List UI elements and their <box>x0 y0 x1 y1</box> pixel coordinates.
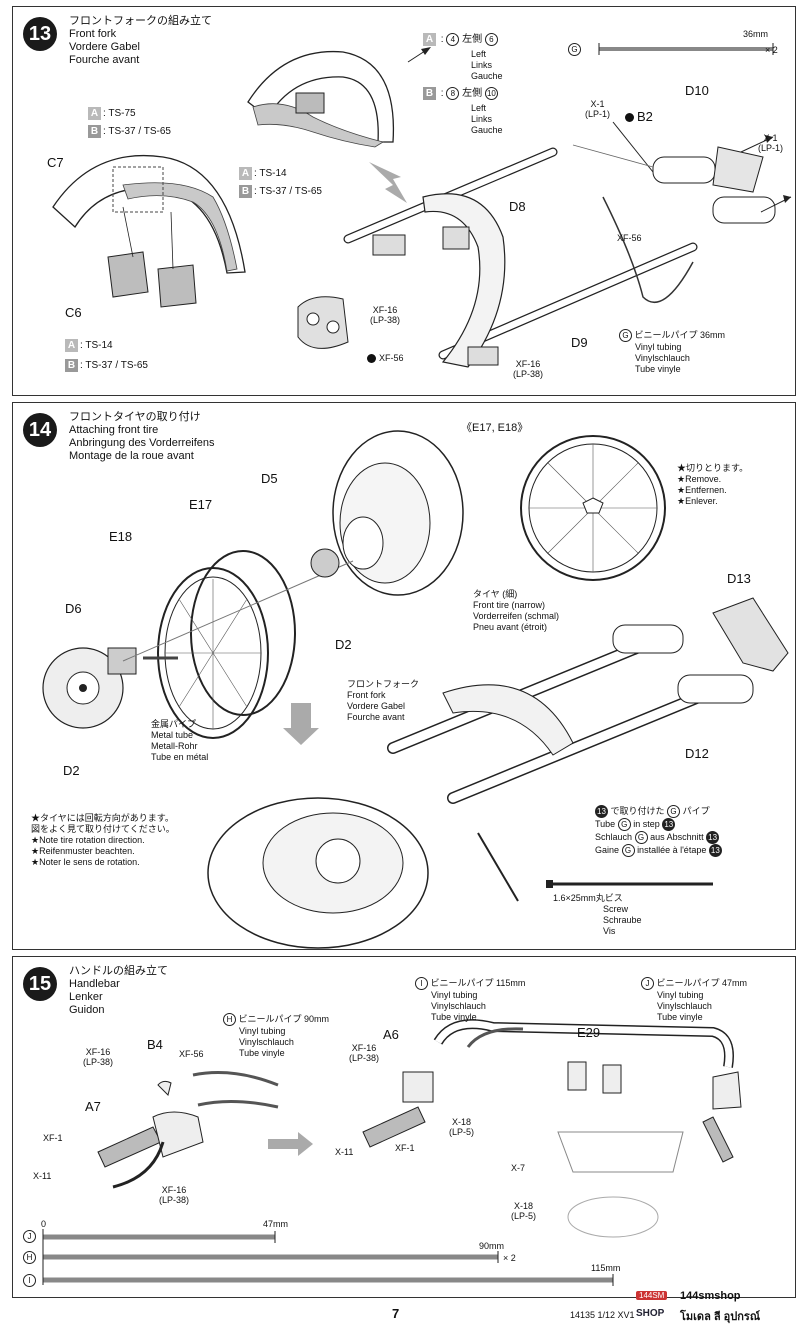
paint-dot-icon <box>367 354 376 364</box>
remove-note: ★切りとります。 ★Remove. ★Entfernen. ★Enlever. <box>677 463 749 506</box>
part-d9-label: D9 <box>571 335 588 350</box>
part-d6-label: D6 <box>65 601 82 616</box>
tube-g-step13-note: 13 で取り付けた G パイプ Tube G in step 13 Schlau… <box>595 805 722 857</box>
step-13-panel: 13 フロントフォークの組み立て Front fork Vordere Gabe… <box>12 6 796 396</box>
title-jp: フロントフォークの組み立て <box>69 15 212 27</box>
part-d5-label: D5 <box>261 471 278 486</box>
title-fr: Fourche avant <box>69 54 140 66</box>
paint-a-ts14: A: TS-14 <box>239 167 287 180</box>
scale-i-marker: I <box>23 1274 36 1287</box>
step-number: 14 <box>23 413 57 447</box>
tube-g-scale: G <box>568 43 581 56</box>
front-fork-note: フロントフォーク Front fork Vordere Gabel Fourch… <box>347 679 420 722</box>
scale-j-marker: J <box>23 1230 36 1243</box>
watermark-brand-sub: โมเดล ลี อุปกรณ์ <box>680 1311 761 1323</box>
part-d8-label: D8 <box>509 199 526 214</box>
paint-xf16-c: XF-16(LP-38) <box>349 1043 380 1063</box>
paint-a-ts14-bot: A: TS-14 <box>65 339 113 352</box>
paint-x1-lp1-b: X-1(LP-1) <box>758 133 784 153</box>
paint-b-ts37-bot: B: TS-37 / TS-65 <box>65 359 148 372</box>
screw-note: 1.6×25mm丸ビス Screw Schraube Vis <box>553 893 642 936</box>
scale-h-qty: × 2 <box>503 1253 516 1263</box>
scale-i-length: 115mm <box>591 1263 621 1273</box>
part-b4-label: B4 <box>147 1037 163 1052</box>
scale-h-length: 90mm <box>479 1241 505 1251</box>
part-d10-label: D10 <box>685 83 709 98</box>
paint-x18-b: X-18(LP-5) <box>511 1201 537 1221</box>
scale-zero: 0 <box>41 1219 47 1229</box>
part-e17-label: E17 <box>189 497 213 512</box>
part-a7-label: A7 <box>85 1099 101 1114</box>
paint-a-ts75: A: TS-75 <box>88 107 136 120</box>
paint-b-ts37: B: TS-37 / TS-65 <box>88 125 171 138</box>
left-side-b-text: Left Links Gauche <box>471 103 503 135</box>
paint-x7: X-7 <box>511 1163 526 1173</box>
left-side-b: B : 8 左側 10 <box>423 87 498 100</box>
paint-xf1-b: XF-1 <box>395 1143 415 1153</box>
paint-xf56-b: XF-56 <box>367 353 404 364</box>
vinyl-tube-note: G ビニールパイプ 36mm Vinyl tubing Vinylschlauc… <box>619 329 725 375</box>
wheel-part-label: 《E17, E18》 <box>461 422 529 434</box>
shop-logo-word: SHOP <box>636 1308 665 1319</box>
step-title: フロントフォークの組み立て Front fork Vordere Gabel F… <box>69 15 212 67</box>
step-15-panel: 15 ハンドルの組み立て Handlebar Lenker Guidon H ビ… <box>12 956 796 1298</box>
left-side-a: A : 4 左側 6 <box>423 33 498 46</box>
kit-code: 14135 1/12 XV1 <box>570 1310 635 1320</box>
watermark-brand: 144smshop <box>680 1290 741 1302</box>
step-number: 15 <box>23 967 57 1001</box>
title-en: Front fork <box>69 28 117 40</box>
page-number: 7 <box>392 1306 400 1321</box>
part-c7-label: C7 <box>47 155 64 170</box>
scale-j-length: 47mm <box>263 1219 289 1229</box>
paint-xf1-a: XF-1 <box>43 1133 63 1143</box>
paint-xf16-a: XF-16(LP-38) <box>370 305 401 325</box>
paint-b-ts37-mid: B: TS-37 / TS-65 <box>239 185 322 198</box>
vinyl-j-note: J ビニールパイプ 47mm Vinyl tubing Vinylschlauc… <box>641 977 747 1023</box>
metal-tube-note: 金属パイプ Metal tube Metall-Rohr Tube en mét… <box>151 719 209 762</box>
tube-g-length: 36mm <box>743 29 769 39</box>
paint-xf56: XF-56 <box>179 1049 204 1059</box>
tube-g-qty: × 2 <box>765 45 778 55</box>
part-d2-label-b: D2 <box>63 763 80 778</box>
step-number: 13 <box>23 17 57 51</box>
step-title: フロントタイヤの取り付け Attaching front tire Anbrin… <box>69 411 215 462</box>
paint-x11-b: X-11 <box>335 1147 354 1157</box>
scale-h-marker: H <box>23 1251 36 1264</box>
part-e29-label: E29 <box>577 1025 601 1040</box>
step-title: ハンドルの組み立て Handlebar Lenker Guidon <box>69 965 168 1016</box>
paint-x1-lp1-a: X-1(LP-1) <box>585 99 611 119</box>
paint-dot-icon <box>625 113 634 123</box>
paint-xf16-b: XF-16(LP-38) <box>513 359 544 379</box>
vinyl-h-note: H ビニールパイプ 90mm Vinyl tubing Vinylschlauc… <box>223 1013 329 1059</box>
paint-x11-a: X-11 <box>33 1171 52 1181</box>
part-d2-label-a: D2 <box>335 637 352 652</box>
title-de: Vordere Gabel <box>69 41 140 53</box>
rotation-note: ★タイヤには回転方向があります。 図をよく見て取り付けてください。 ★Note … <box>31 813 175 867</box>
part-c6-label: C6 <box>65 305 82 320</box>
step-14-panel: 14 フロントタイヤの取り付け Attaching front tire Anb… <box>12 402 796 950</box>
shop-logo-badge: 144SM <box>636 1291 668 1300</box>
step-15-illustration <box>42 1019 742 1286</box>
step-13-illustration <box>52 43 792 368</box>
left-side-a-text: Left Links Gauche <box>471 49 503 81</box>
front-tire-note: タイヤ (細) Front tire (narrow) Vorderreifen… <box>473 589 560 632</box>
paint-xf16-a: XF-16(LP-38) <box>83 1047 114 1067</box>
part-d12-label: D12 <box>685 746 709 761</box>
paint-xf56-a: XF-56 <box>617 233 642 243</box>
part-b2-label: B2 <box>625 110 653 123</box>
part-e18-label: E18 <box>109 529 133 544</box>
paint-xf16-b: XF-16(LP-38) <box>159 1185 190 1205</box>
part-d13-label: D13 <box>727 571 751 586</box>
vinyl-i-note: I ビニールパイプ 115mm Vinyl tubing Vinylschlau… <box>415 977 525 1023</box>
part-a6-label: A6 <box>383 1027 399 1042</box>
paint-x18-a: X-18(LP-5) <box>449 1117 475 1137</box>
step-14-illustration <box>42 430 789 949</box>
